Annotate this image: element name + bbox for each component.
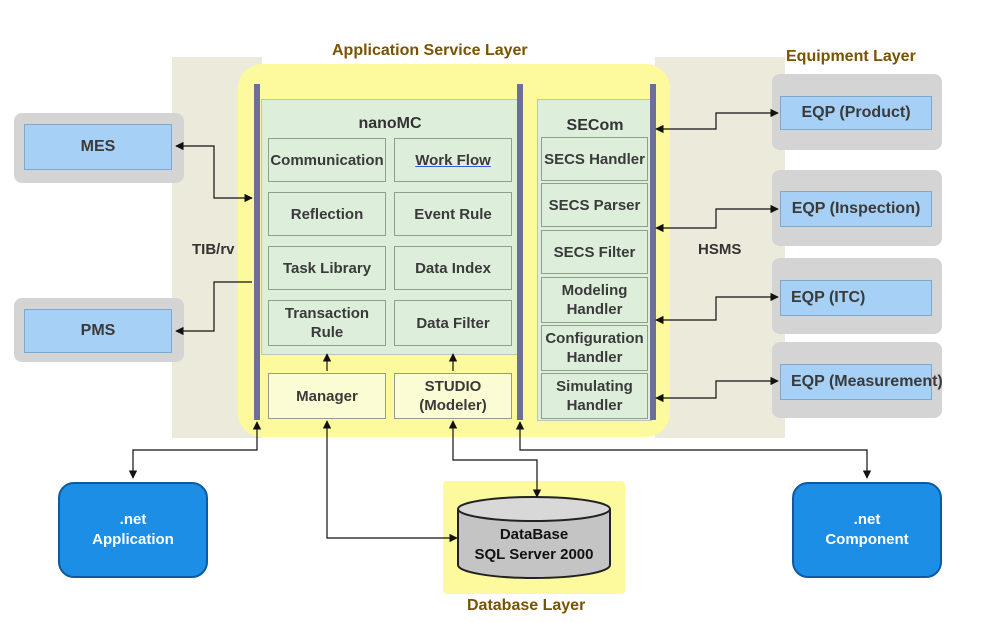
modeling-handler: Modeling Handler — [541, 277, 648, 323]
dotnet-component-connector — [515, 421, 872, 479]
eqp-product-box: EQP (Product) — [780, 96, 932, 130]
configuration-handler: Configuration Handler — [541, 325, 648, 371]
application-layer-label: Application Service Layer — [332, 42, 528, 59]
eqp-product-connector — [655, 108, 779, 134]
manager-database-connector — [322, 420, 458, 543]
internal-bus-bar — [517, 84, 523, 420]
dotnet-application-box: .net Application — [58, 482, 208, 578]
simulating-handler: Simulating Handler — [541, 373, 648, 419]
eqp-itc-label: EQP (ITC) — [791, 289, 866, 306]
secs-handler: SECS Handler — [541, 137, 648, 181]
module-communication: Communication — [268, 138, 386, 182]
work-flow-label: Work Flow — [415, 151, 491, 169]
hsms-bus-bar — [650, 84, 656, 420]
mes-box: MES — [24, 124, 172, 170]
module-reflection: Reflection — [268, 192, 386, 236]
studio-database-connector — [448, 420, 542, 498]
secs-filter: SECS Filter — [541, 230, 648, 274]
eqp-measurement-box: EQP (Measurement) — [780, 364, 943, 400]
dotnet-application-connector — [128, 421, 262, 479]
secs-parser: SECS Parser — [541, 183, 648, 227]
database-name: DataBase — [499, 526, 569, 543]
database-server: SQL Server 2000 — [474, 546, 594, 563]
nanomc-title: nanoMC — [358, 115, 422, 132]
module-task-library: Task Library — [268, 246, 386, 290]
module-event-rule: Event Rule — [394, 192, 512, 236]
module-work-flow: Work Flow — [394, 138, 512, 182]
equipment-layer-label: Equipment Layer — [786, 48, 916, 65]
dotnet-component-box: .net Component — [792, 482, 942, 578]
database-cylinder-icon — [457, 496, 611, 579]
secom-title: SECom — [566, 117, 624, 134]
pms-connector — [175, 281, 252, 336]
mes-connector — [175, 141, 253, 203]
tib-bus-bar — [254, 84, 260, 420]
eqp-itc-box: EQP (ITC) — [780, 280, 932, 316]
eqp-inspection-connector — [655, 204, 779, 233]
eqp-measurement-connector — [655, 376, 779, 403]
hsms-label: HSMS — [698, 241, 742, 258]
eqp-measurement-label: EQP (Measurement) — [791, 373, 943, 390]
database-label: DataBase SQL Server 2000 — [456, 522, 612, 568]
module-transaction-rule: Transaction Rule — [268, 300, 386, 346]
studio-box: STUDIO (Modeler) — [394, 373, 512, 419]
manager-box: Manager — [268, 373, 386, 419]
module-data-filter: Data Filter — [394, 300, 512, 346]
tib-rv-label: TIB/rv — [192, 241, 235, 258]
pms-box: PMS — [24, 309, 172, 353]
database-layer-label: Database Layer — [467, 597, 586, 614]
eqp-itc-connector — [655, 292, 779, 325]
module-data-index: Data Index — [394, 246, 512, 290]
eqp-inspection-box: EQP (Inspection) — [780, 191, 932, 227]
